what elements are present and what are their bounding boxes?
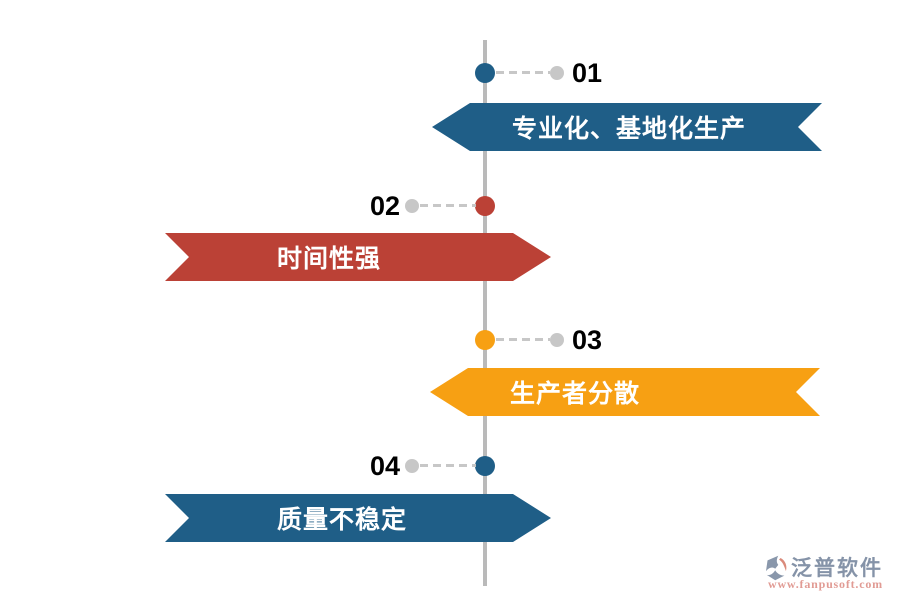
connector-end-dot-03 bbox=[550, 333, 564, 347]
watermark-url-text: www.fanpusoft.com bbox=[768, 577, 883, 591]
dashed-connector-04 bbox=[420, 464, 476, 467]
dashed-connector-02 bbox=[420, 204, 476, 207]
timeline-node-dot-02 bbox=[475, 196, 495, 216]
ribbon-banner-01: 专业化、基地化生产 bbox=[432, 103, 822, 151]
ribbon-label-01: 专业化、基地化生产 bbox=[512, 115, 747, 143]
watermark-link[interactable]: 泛普软件 www.fanpusoft.com bbox=[764, 551, 894, 595]
connector-end-dot-04 bbox=[405, 459, 419, 473]
dashed-connector-03 bbox=[496, 338, 550, 341]
watermark-brand-text: 泛普软件 bbox=[791, 557, 883, 580]
ribbon-label-02: 时间性强 bbox=[277, 245, 382, 273]
item-number-02: 02 bbox=[369, 191, 400, 221]
timeline-node-dot-01 bbox=[475, 63, 495, 83]
ribbon-label-03: 生产者分散 bbox=[510, 380, 641, 408]
item-number-01: 01 bbox=[572, 58, 603, 88]
item-number-03: 03 bbox=[572, 325, 603, 355]
item-number-04: 04 bbox=[369, 451, 400, 481]
timeline-axis-line bbox=[483, 40, 487, 586]
ribbon-banner-03: 生产者分散 bbox=[430, 368, 820, 416]
connector-end-dot-02 bbox=[405, 199, 419, 213]
ribbon-label-04: 质量不稳定 bbox=[277, 506, 408, 534]
timeline-node-dot-03 bbox=[475, 330, 495, 350]
fanpu-logo-icon bbox=[766, 555, 789, 586]
dashed-connector-01 bbox=[496, 71, 550, 74]
ribbon-banner-04: 质量不稳定 bbox=[165, 494, 551, 542]
connector-end-dot-01 bbox=[550, 66, 564, 80]
ribbon-banner-02: 时间性强 bbox=[165, 233, 551, 281]
timeline-node-dot-04 bbox=[475, 456, 495, 476]
